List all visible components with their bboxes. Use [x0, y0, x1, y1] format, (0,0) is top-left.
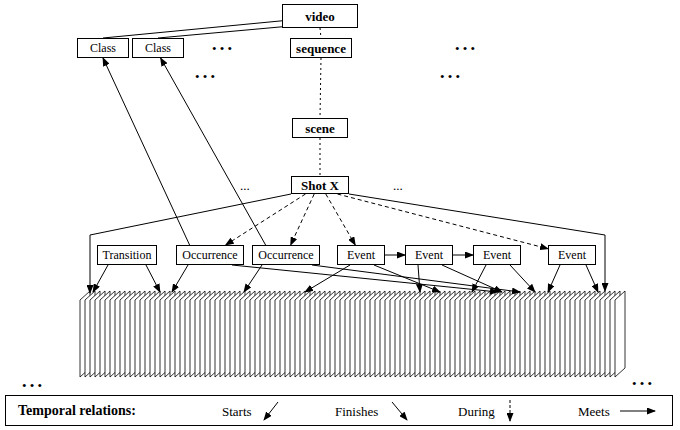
element-box: Event: [473, 245, 521, 265]
frame-arrow: [586, 265, 598, 292]
relation-connector: [337, 194, 548, 249]
node-label: Class: [90, 42, 116, 54]
level-box: video: [282, 4, 358, 28]
relation-connector: [320, 58, 321, 118]
node-label: Event: [483, 249, 511, 261]
element-box: Occurrence: [252, 245, 320, 265]
frame-arrow: [349, 194, 605, 291]
legend-entry: Meets: [578, 405, 610, 418]
frame-arrow: [472, 265, 486, 292]
edge-layer: [103, 21, 548, 255]
starts-sample: [264, 402, 278, 420]
node-label: video: [305, 10, 335, 23]
relation-connector: [320, 28, 321, 38]
ellipsis-mark: ...: [393, 179, 403, 192]
node-label: Class: [145, 42, 171, 54]
node-label: sequence: [296, 42, 346, 55]
frame-arrow: [374, 265, 440, 292]
relation-connector: [103, 21, 282, 38]
legend-entry: Finishes: [335, 405, 378, 418]
legend-entry: During: [458, 405, 495, 418]
level-box: Shot X: [291, 176, 349, 194]
element-box: Class: [77, 38, 129, 58]
node-label: Occurrence: [258, 249, 313, 261]
node-label: scene: [305, 122, 335, 135]
frame-arrow: [548, 265, 560, 292]
legend-entry: Starts: [222, 405, 252, 418]
relation-connector: [161, 58, 266, 245]
frame-arrow: [172, 265, 188, 292]
frame-arrow: [90, 194, 291, 293]
node-label: Event: [415, 249, 443, 261]
frame-arrow: [510, 265, 535, 292]
finishes-sample: [392, 402, 407, 420]
film-frame: [615, 291, 625, 377]
frame-arrow: [146, 265, 160, 292]
ellipsis-mark: • • •: [632, 377, 652, 390]
relation-connector: [291, 194, 315, 245]
relation-connector: [226, 194, 306, 245]
element-box: Transition: [97, 245, 157, 265]
film-strip: [80, 291, 625, 377]
element-box: Event: [548, 245, 596, 265]
element-box: Event: [337, 245, 385, 265]
element-box: Occurrence: [176, 245, 244, 265]
frame-arrow: [442, 265, 502, 292]
element-box: Event: [405, 245, 453, 265]
node-label: Transition: [103, 249, 152, 261]
meets-sample: [620, 411, 655, 412]
element-box: Class: [132, 38, 184, 58]
frame-arrows: [90, 194, 605, 293]
legend-heading: Temporal relations:: [18, 404, 136, 418]
node-label: Shot X: [301, 179, 339, 192]
ellipsis-mark: • • •: [22, 379, 42, 392]
ellipsis-mark: • • •: [195, 70, 215, 83]
relation-connector: [158, 27, 282, 38]
ellipsis-mark: ...: [240, 179, 250, 192]
frame-arrow: [418, 265, 420, 292]
ellipsis-mark: • • •: [212, 42, 232, 55]
relation-connector: [326, 194, 355, 245]
level-box: scene: [292, 118, 348, 138]
frame-arrow: [244, 265, 262, 292]
node-label: Event: [558, 249, 586, 261]
ellipsis-mark: • • •: [455, 42, 475, 55]
relation-connector: [453, 255, 473, 256]
frame-arrow: [305, 265, 350, 292]
during-sample: [510, 400, 511, 421]
level-box: sequence: [290, 38, 352, 58]
frame-arrow: [93, 265, 108, 292]
frame-arrow: [232, 265, 498, 292]
relation-connector: [385, 255, 405, 256]
node-label: Event: [347, 249, 375, 261]
ellipsis-mark: • • •: [440, 70, 460, 83]
node-label: Occurrence: [182, 249, 237, 261]
relation-connector: [320, 138, 321, 176]
legend-samples: [264, 400, 655, 421]
